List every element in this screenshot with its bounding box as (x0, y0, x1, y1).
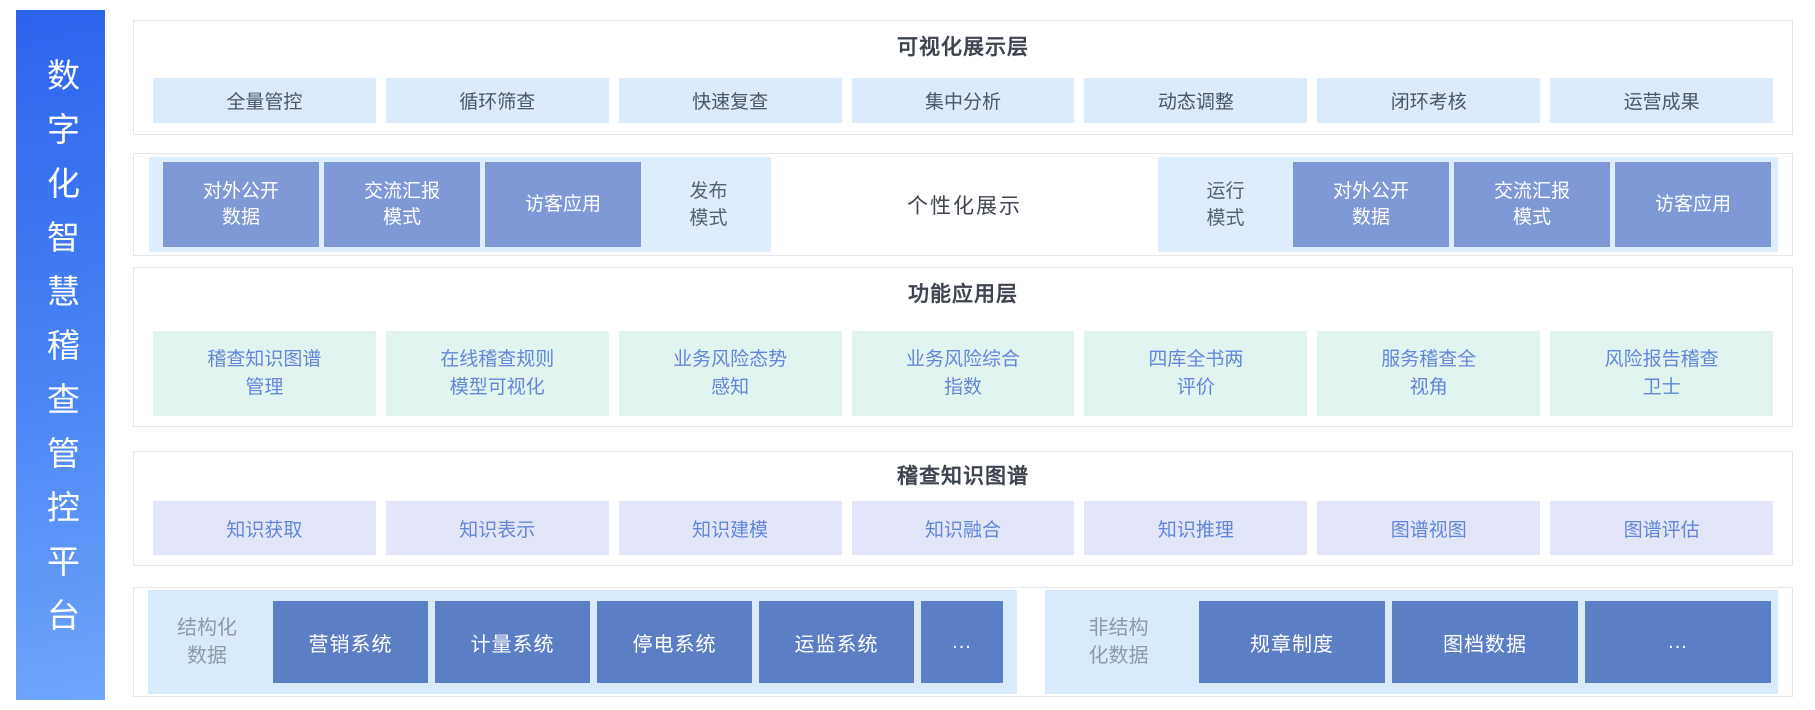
function-item-line: 稽查知识图谱 (207, 348, 322, 370)
visualization-items: 全量管控 循环筛查 快速复查 集中分析 动态调整 闭环考核 运营成果 (134, 78, 1792, 123)
visualization-item: 运营成果 (1550, 78, 1774, 123)
structured-source-box: 运监系统 (759, 601, 914, 683)
function-item-line: 四库全书两 (1148, 348, 1244, 370)
mode-label-line: 模式 (1206, 207, 1245, 229)
runtime-mode-box: 访客应用 (1615, 162, 1771, 247)
structured-source-more-box: ... (921, 601, 1003, 683)
structured-data-label: 结构化 数据 (148, 614, 266, 670)
runtime-mode-box: 交流汇报 模式 (1454, 162, 1610, 247)
mode-box-line: 访客应用 (1654, 193, 1731, 215)
knowledge-item: 知识推理 (1084, 501, 1308, 555)
source-label-line: 结构化 (177, 617, 237, 639)
structured-source-box: 停电系统 (597, 601, 752, 683)
mode-box-line: 对外公开 (202, 180, 279, 202)
function-item: 四库全书两 评价 (1084, 331, 1308, 416)
unstructured-data-group: 非结构 化数据 规章制度 图档数据 ... (1045, 590, 1778, 694)
structured-source-box: 计量系统 (435, 601, 590, 683)
function-item: 风险报告稽查 卫士 (1550, 331, 1774, 416)
mode-box-line: 访客应用 (524, 193, 601, 215)
function-item-line: 模型可视化 (449, 376, 545, 398)
mode-label-line: 发布 (689, 180, 728, 202)
mode-box-line: 数据 (221, 206, 260, 228)
function-item: 在线稽查规则 模型可视化 (385, 331, 609, 416)
knowledge-items: 知识获取 知识表示 知识建模 知识融合 知识推理 图谱视图 图谱评估 (134, 501, 1792, 555)
mode-box-line: 交流汇报 (363, 180, 440, 202)
mode-box-line: 交流汇报 (1493, 180, 1570, 202)
unstructured-source-box: 规章制度 (1199, 601, 1385, 683)
runtime-mode-label: 运行 模式 (1163, 178, 1288, 232)
knowledge-item: 图谱视图 (1317, 501, 1541, 555)
mode-box-line: 对外公开 (1332, 180, 1409, 202)
function-item-line: 指数 (944, 376, 983, 398)
publish-mode-box: 交流汇报 模式 (324, 162, 480, 247)
mode-box-line: 模式 (382, 206, 421, 228)
layer-knowledge-graph: 稽查知识图谱 知识获取 知识表示 知识建模 知识融合 知识推理 图谱视图 图谱评… (133, 451, 1793, 566)
publish-mode-box: 访客应用 (485, 162, 641, 247)
knowledge-item: 知识获取 (153, 501, 376, 555)
function-item-line: 在线稽查规则 (440, 348, 555, 370)
source-label-line: 非结构 (1088, 617, 1149, 639)
function-item-line: 感知 (711, 376, 750, 398)
layer-data-sources: 结构化 数据 营销系统 计量系统 停电系统 运监系统 ... 非结构 化数据 规… (133, 587, 1793, 697)
visualization-item: 循环筛查 (385, 78, 609, 123)
knowledge-item: 知识融合 (851, 501, 1075, 555)
function-item-line: 视角 (1409, 376, 1448, 398)
function-item-line: 服务稽查全 (1381, 348, 1477, 370)
platform-title-bar: 数字化智慧稽查管控平台 (16, 10, 105, 700)
architecture-layers: 可视化展示层 全量管控 循环筛查 快速复查 集中分析 动态调整 闭环考核 运营成… (133, 0, 1793, 697)
function-item: 业务风险综合 指数 (851, 331, 1075, 416)
source-label-line: 数据 (187, 645, 227, 667)
visualization-item: 快速复查 (618, 78, 842, 123)
structured-source-box: 营销系统 (273, 601, 428, 683)
knowledge-item: 知识建模 (618, 501, 842, 555)
function-item-line: 业务风险态势 (673, 348, 788, 370)
function-item-line: 管理 (245, 376, 284, 398)
visualization-item: 全量管控 (153, 78, 376, 123)
runtime-mode-group: 运行 模式 对外公开 数据 交流汇报 模式 访客应用 (1158, 157, 1778, 252)
visualization-item: 动态调整 (1084, 78, 1308, 123)
knowledge-item: 知识表示 (385, 501, 609, 555)
function-item-line: 业务风险综合 (906, 348, 1021, 370)
layer-display-modes: 对外公开 数据 交流汇报 模式 访客应用 发布 模式 个性化展示 (133, 153, 1793, 256)
knowledge-item: 图谱评估 (1550, 501, 1774, 555)
mode-label-line: 模式 (689, 207, 728, 229)
mode-box-line: 模式 (1512, 206, 1551, 228)
function-item-line: 风险报告稽查 (1604, 348, 1719, 370)
publish-mode-label: 发布 模式 (646, 178, 771, 232)
visualization-item: 集中分析 (851, 78, 1075, 123)
layer-visualization-title: 可视化展示层 (897, 36, 1029, 59)
unstructured-source-more-box: ... (1585, 601, 1771, 683)
publish-mode-box: 对外公开 数据 (163, 162, 319, 247)
layer-knowledge-title: 稽查知识图谱 (897, 465, 1029, 488)
personalization-label: 个性化展示 (907, 194, 1022, 218)
unstructured-data-label: 非结构 化数据 (1045, 614, 1192, 670)
layer-visualization-display: 可视化展示层 全量管控 循环筛查 快速复查 集中分析 动态调整 闭环考核 运营成… (133, 20, 1793, 135)
visualization-item: 闭环考核 (1317, 78, 1541, 123)
mode-box-line: 数据 (1351, 206, 1390, 228)
function-item-line: 卫士 (1642, 376, 1681, 398)
structured-data-group: 结构化 数据 营销系统 计量系统 停电系统 运监系统 ... (148, 590, 1017, 694)
unstructured-source-box: 图档数据 (1392, 601, 1578, 683)
function-item: 业务风险态势 感知 (618, 331, 842, 416)
publish-mode-group: 对外公开 数据 交流汇报 模式 访客应用 发布 模式 (149, 157, 771, 252)
platform-title: 数字化智慧稽查管控平台 (42, 58, 80, 652)
mode-label-line: 运行 (1206, 180, 1245, 202)
layer-function-title: 功能应用层 (908, 283, 1018, 306)
runtime-mode-box: 对外公开 数据 (1293, 162, 1449, 247)
function-items: 稽查知识图谱 管理 在线稽查规则 模型可视化 业务风险态势 感知 业务风险综合 … (134, 331, 1792, 416)
function-item-line: 评价 (1176, 376, 1215, 398)
source-label-line: 化数据 (1088, 645, 1149, 667)
layer-function-application: 功能应用层 稽查知识图谱 管理 在线稽查规则 模型可视化 业务风险态势 感知 业… (133, 267, 1793, 427)
function-item: 稽查知识图谱 管理 (153, 331, 376, 416)
function-item: 服务稽查全 视角 (1317, 331, 1541, 416)
